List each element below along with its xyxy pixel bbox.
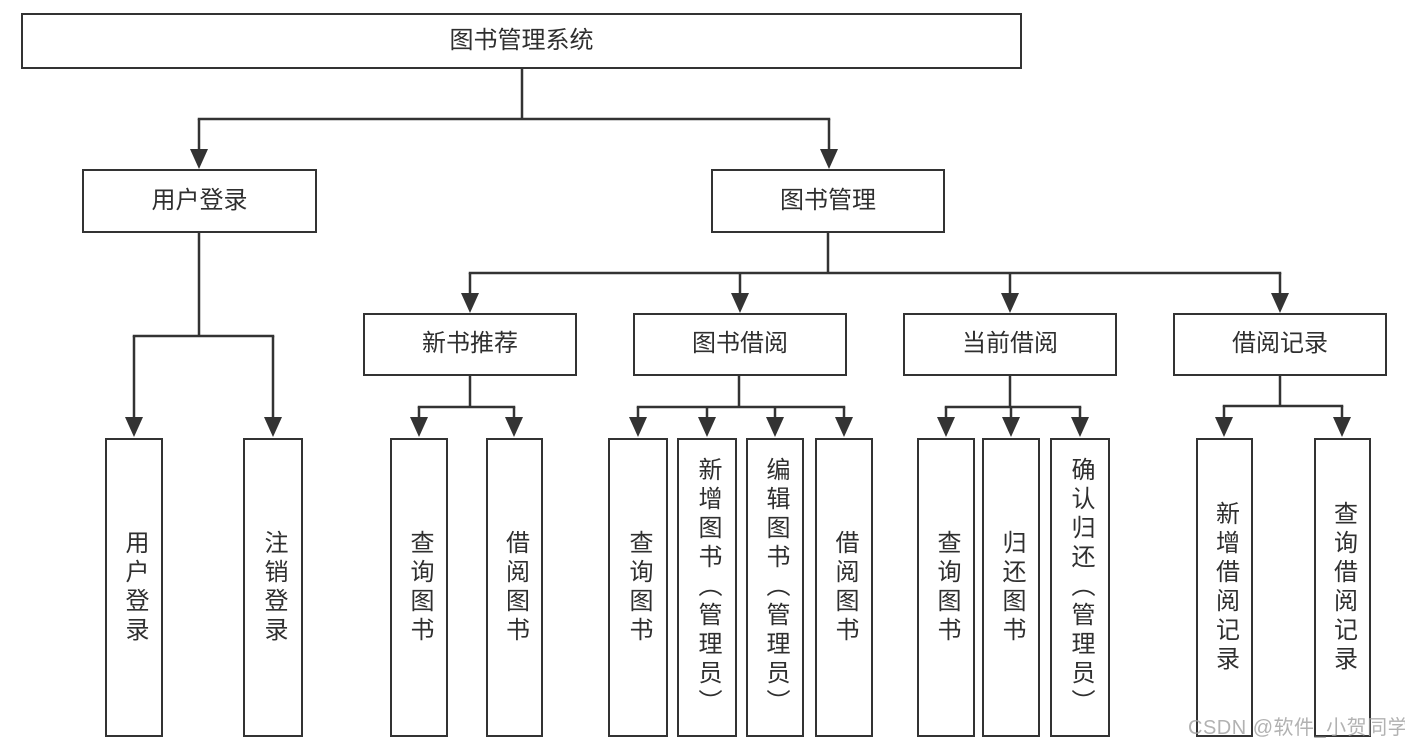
- node-current-borrow: 当前借阅: [903, 313, 1117, 376]
- csdn-watermark: CSDN @软件_小贺同学: [1188, 717, 1405, 739]
- leaf-confirm-return-admin: 确认归还（管理员）: [1050, 438, 1110, 737]
- leaf-add-books-admin: 新增图书（管理员）: [677, 438, 737, 737]
- leaf-query-books-recommend: 查询图书: [390, 438, 448, 737]
- arrowhead-icons: [125, 149, 1351, 437]
- leaf-edit-books-admin: 编辑图书（管理员）: [746, 438, 804, 737]
- leaf-user-login: 用户登录: [105, 438, 163, 737]
- node-book-borrow: 图书借阅: [633, 313, 847, 376]
- leaf-return-books: 归还图书: [982, 438, 1040, 737]
- leaf-query-books-borrow: 查询图书: [608, 438, 668, 737]
- node-borrow-records: 借阅记录: [1173, 313, 1387, 376]
- leaf-add-borrow-record: 新增借阅记录: [1196, 438, 1253, 737]
- node-new-book-recommend: 新书推荐: [363, 313, 577, 376]
- node-user-login: 用户登录: [82, 169, 317, 233]
- node-library-system: 图书管理系统: [21, 13, 1022, 69]
- leaf-query-borrow-record: 查询借阅记录: [1314, 438, 1371, 737]
- node-book-management: 图书管理: [711, 169, 945, 233]
- leaf-logout: 注销登录: [243, 438, 303, 737]
- connector-lines: [132, 69, 1344, 418]
- leaf-query-books-current: 查询图书: [917, 438, 975, 737]
- leaf-borrow-books-borrow: 借阅图书: [815, 438, 873, 737]
- leaf-borrow-books-recommend: 借阅图书: [486, 438, 543, 737]
